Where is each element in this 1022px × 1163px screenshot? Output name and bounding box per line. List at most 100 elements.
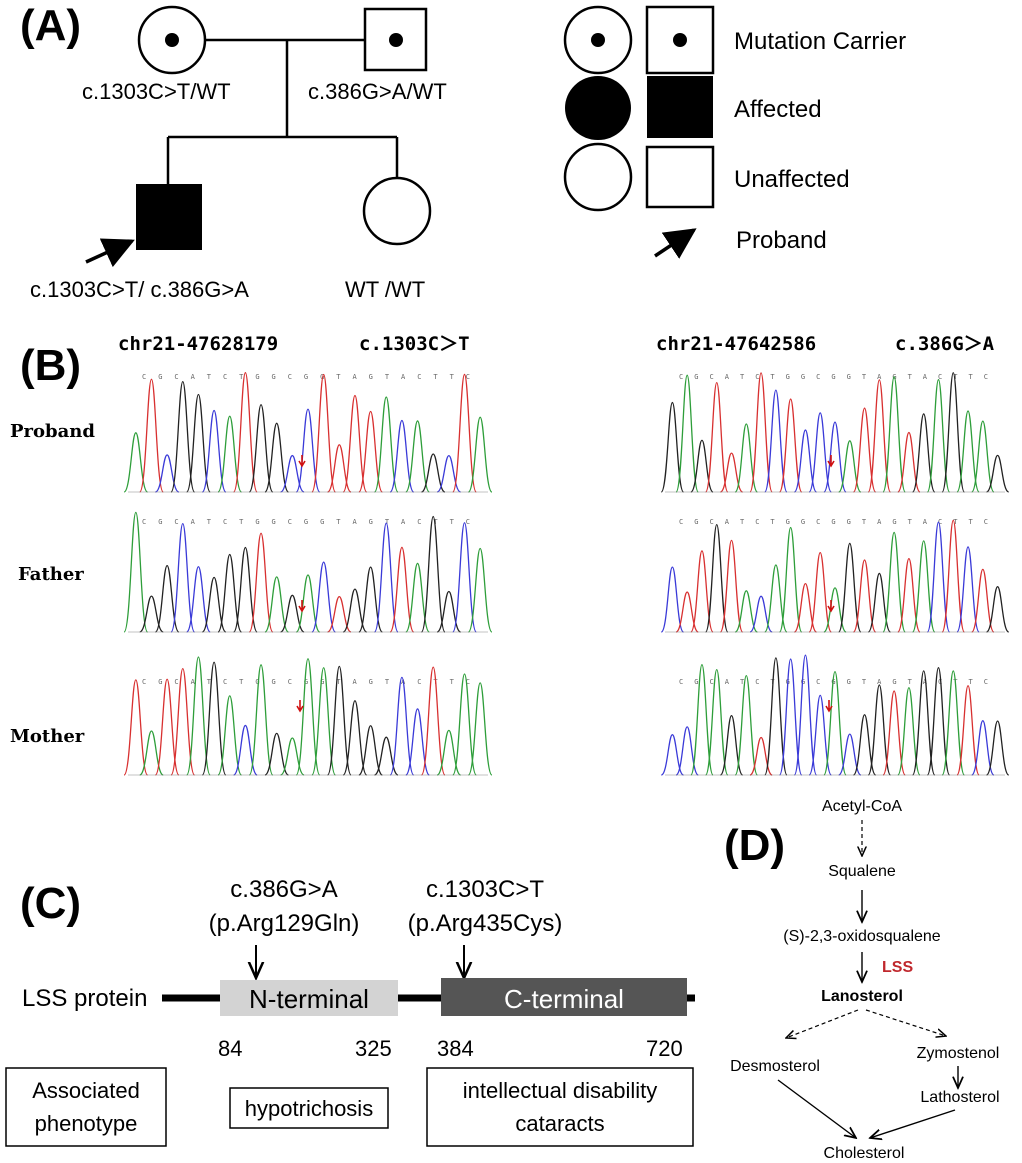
chromatogram-peak [217,415,243,493]
row-label-proband: Proband [10,421,95,442]
base-call-letter: T [239,678,244,686]
phenotype-header-line2: phenotype [35,1111,138,1136]
panel-a: (A) c.1303C>T/WT c.386G>A/WT c.1303C>T/ … [20,1,906,302]
chromatogram-peak [852,714,877,776]
base-call-letter: C [142,678,146,686]
base-call-letter: C [709,678,713,686]
chromatogram-peak [660,401,685,493]
chromatogram-peak [764,564,788,633]
chromatogram-peak [170,667,196,776]
cholesterol: Cholesterol [824,1145,905,1162]
chromatogram-peak [201,661,227,776]
n-terminal-label: N-terminal [249,984,369,1014]
left-variant: c.1303C＞T [359,333,470,355]
base-call-letter: A [352,678,357,686]
sister-genotype: WT /WT [345,277,425,302]
chromatogram-peak [139,378,164,493]
base-call-letter: C [142,373,146,381]
chromatogram-peak [838,440,862,493]
chromatogram-peak [311,667,337,776]
base-call-letter: T [239,518,244,526]
chromatogram-peak [420,515,446,633]
chromatogram-peak [734,423,759,493]
chromatogram-peak [985,720,1010,776]
base-call-letter: G [158,518,162,526]
chromatogram-peak [436,454,461,493]
chromatogram-peak [808,412,832,493]
chromatogram-peak [295,574,321,633]
base-call-letter: G [255,373,259,381]
base-call-letter: G [694,518,698,526]
base-call-letter: C [174,373,178,381]
chromatogram-peak [248,664,274,776]
sister-unaffected-symbol [362,176,432,246]
base-call-letter: G [320,518,324,526]
legend-affected-square [647,76,713,138]
base-call-letter: T [385,373,390,381]
base-call-letter: G [304,518,308,526]
chromatogram-peak [233,546,258,633]
chromatogram-peak [793,654,818,776]
n-terminal-domain [220,980,398,1016]
base-call-letter: C [417,518,421,526]
panel-c: (C) c.386G>A (p.Arg129Gln) c.1303C>T (p.… [5,876,695,1147]
chromatogram-peak [911,540,936,633]
chromatogram-peak [690,663,714,776]
chromatogram-peak [452,522,477,633]
base-call-letter: C [288,518,292,526]
chromatogram-peak [971,420,995,493]
phenotype-header-box [5,1067,167,1147]
base-call-letter: C [174,678,178,686]
base-call-letter: C [816,518,820,526]
base-call-letter: T [385,518,390,526]
base-call-letter: T [239,373,244,381]
base-call-letter: T [450,678,455,686]
phenotype-header-line1: Associated [32,1078,140,1103]
chromatogram-peak [778,658,803,776]
chromatogram-peak [295,658,321,776]
chromatogram-peak [882,690,906,776]
base-call-letter: T [908,518,913,526]
base-call-letter: C [288,373,292,381]
base-call-letter: C [466,373,470,381]
base-call-letter: A [401,373,406,381]
chromatogram-peak [170,380,196,493]
legend-unaffected-square [645,145,715,209]
chromatogram-peak [897,558,921,633]
chromatogram-peak [941,372,965,493]
chromatogram-peak [734,590,759,633]
base-call-letter: T [336,518,341,526]
chromatogram-peak [264,732,290,776]
chromatogram-peak [467,682,493,776]
chromatogram-peak [897,687,921,776]
lanosterol: Lanosterol [821,988,903,1005]
base-call-letter: G [304,373,308,381]
base-call-letter: C [816,373,820,381]
squalene: Squalene [828,863,896,880]
chromatogram-peak [808,694,832,776]
chromatogram-peak [201,576,227,633]
chromatogram-peak [155,454,180,493]
chromatogram-peak [808,552,832,633]
chromatogram-peak [467,416,493,493]
chromatogram-peak [389,546,415,633]
chromatogram-peak [660,734,685,776]
base-call-letter: A [401,518,406,526]
chromatogram-peak [389,419,415,493]
base-call-letter: T [740,373,745,381]
base-call-letter: T [770,518,775,526]
base-call-letter: T [862,373,867,381]
father-carrier-symbol [363,7,428,72]
position-325: 325 [355,1036,392,1061]
chromatogram-peak [838,542,862,633]
base-call-letter: G [847,373,851,381]
chromatogram-peak [248,404,274,493]
c-terminal-domain [441,978,687,1016]
panel-b-label: (B) [20,341,81,390]
desmosterol: Desmosterol [730,1058,820,1075]
base-call-letter: G [272,678,276,686]
chromatogram-peak [956,410,980,493]
chromatogram-peak [389,676,415,776]
n-phenotype-text: hypotrichosis [245,1096,373,1121]
base-call-letter: T [207,518,212,526]
